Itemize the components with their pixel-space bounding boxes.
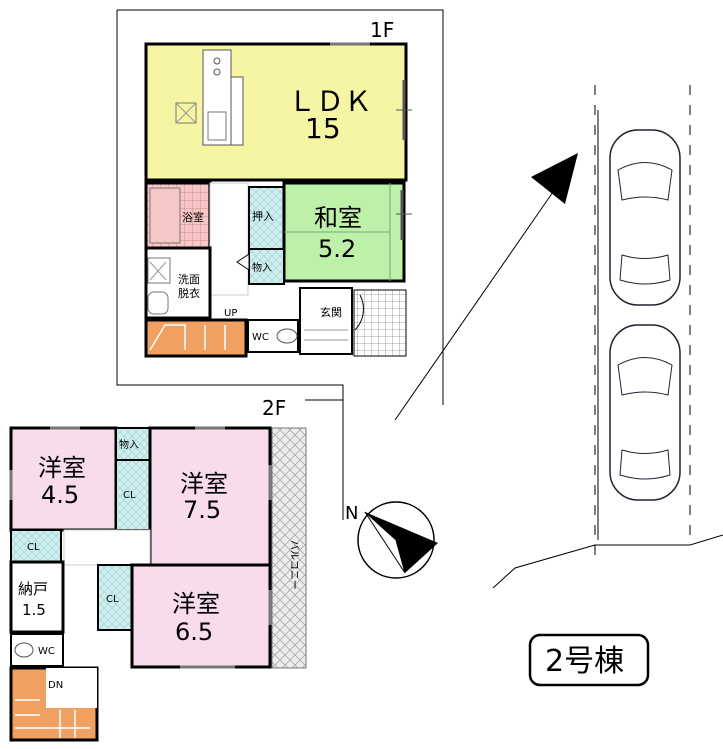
- wc-1f-label: WC: [252, 332, 269, 343]
- site-boundary-1f: [117, 9, 444, 405]
- parking-area: [492, 85, 723, 589]
- monoire-2f: [115, 427, 151, 461]
- fridge: [175, 102, 197, 124]
- closet-2f-2: [10, 529, 62, 563]
- youshitsu-4-5-size: 4.5: [41, 481, 79, 509]
- senmen-line1: 洗面: [178, 273, 200, 286]
- youshitsu-6-5-size: 6.5: [175, 618, 213, 646]
- washitsu-size: 5.2: [318, 235, 356, 263]
- genkan-label: 玄関: [320, 305, 342, 319]
- floor2: 2F バルコニー 洋室 4.5 物入 CL 洋室 7.5 CL 納戸 1.5: [9, 396, 343, 742]
- washitsu-name: 和室: [314, 204, 362, 232]
- wc-2f-label: WC: [38, 646, 55, 657]
- oshiire-closet: [248, 186, 285, 250]
- floor2-label: 2F: [262, 396, 286, 420]
- ldk-room: [144, 42, 408, 182]
- building-label-box: [528, 633, 650, 687]
- genkan: [299, 287, 353, 355]
- senmen-line2: 脱衣: [178, 286, 200, 300]
- closet-2f-2-label: CL: [27, 542, 40, 553]
- nando-name: 納戸: [18, 580, 48, 598]
- car-icon: [609, 129, 681, 306]
- youshitsu-6-5-name: 洋室: [172, 590, 220, 618]
- closet-2f-3: [97, 564, 133, 631]
- youshitsu-7-5-name: 洋室: [180, 470, 228, 498]
- car-icon: [609, 324, 681, 501]
- youshitsu-6-5: [130, 563, 272, 669]
- closet-2f-3-label: CL: [106, 594, 119, 605]
- entrance-arrow-icon: [394, 153, 578, 421]
- ldk-name: ＬＤＫ: [288, 85, 372, 118]
- youshitsu-7-5: [148, 426, 272, 567]
- balcony-label: バルコニー: [288, 540, 300, 590]
- compass-icon: N: [345, 501, 438, 579]
- ldk-size: 15: [305, 112, 341, 145]
- up-label: UP: [224, 308, 237, 319]
- stairs-1f: [144, 318, 248, 358]
- nando: [9, 560, 65, 634]
- site-boundary-1f-left: [116, 10, 344, 520]
- floor1-label: 1F: [370, 18, 394, 42]
- wc-1f: [247, 319, 299, 353]
- nando-size: 1.5: [22, 601, 46, 619]
- oshiire-label: 押入: [252, 209, 274, 223]
- bath-label: 浴室: [182, 210, 204, 224]
- closet-2f-1-label: CL: [123, 490, 136, 501]
- kitchen-counter-2: [230, 76, 244, 146]
- youshitsu-7-5-size: 7.5: [183, 496, 221, 524]
- monoire-1f-label: 物入: [252, 261, 272, 274]
- monoire-2f-label: 物入: [119, 438, 139, 451]
- floor1: 1F ＬＤＫ 15 浴室 押入 和室 5.2 物入: [116, 9, 444, 520]
- north-label: N: [345, 503, 358, 524]
- youshitsu-4-5-name: 洋室: [38, 454, 86, 482]
- dn-label: DN: [48, 680, 63, 691]
- balcony: [271, 427, 307, 669]
- building-label: 2号棟: [545, 644, 624, 679]
